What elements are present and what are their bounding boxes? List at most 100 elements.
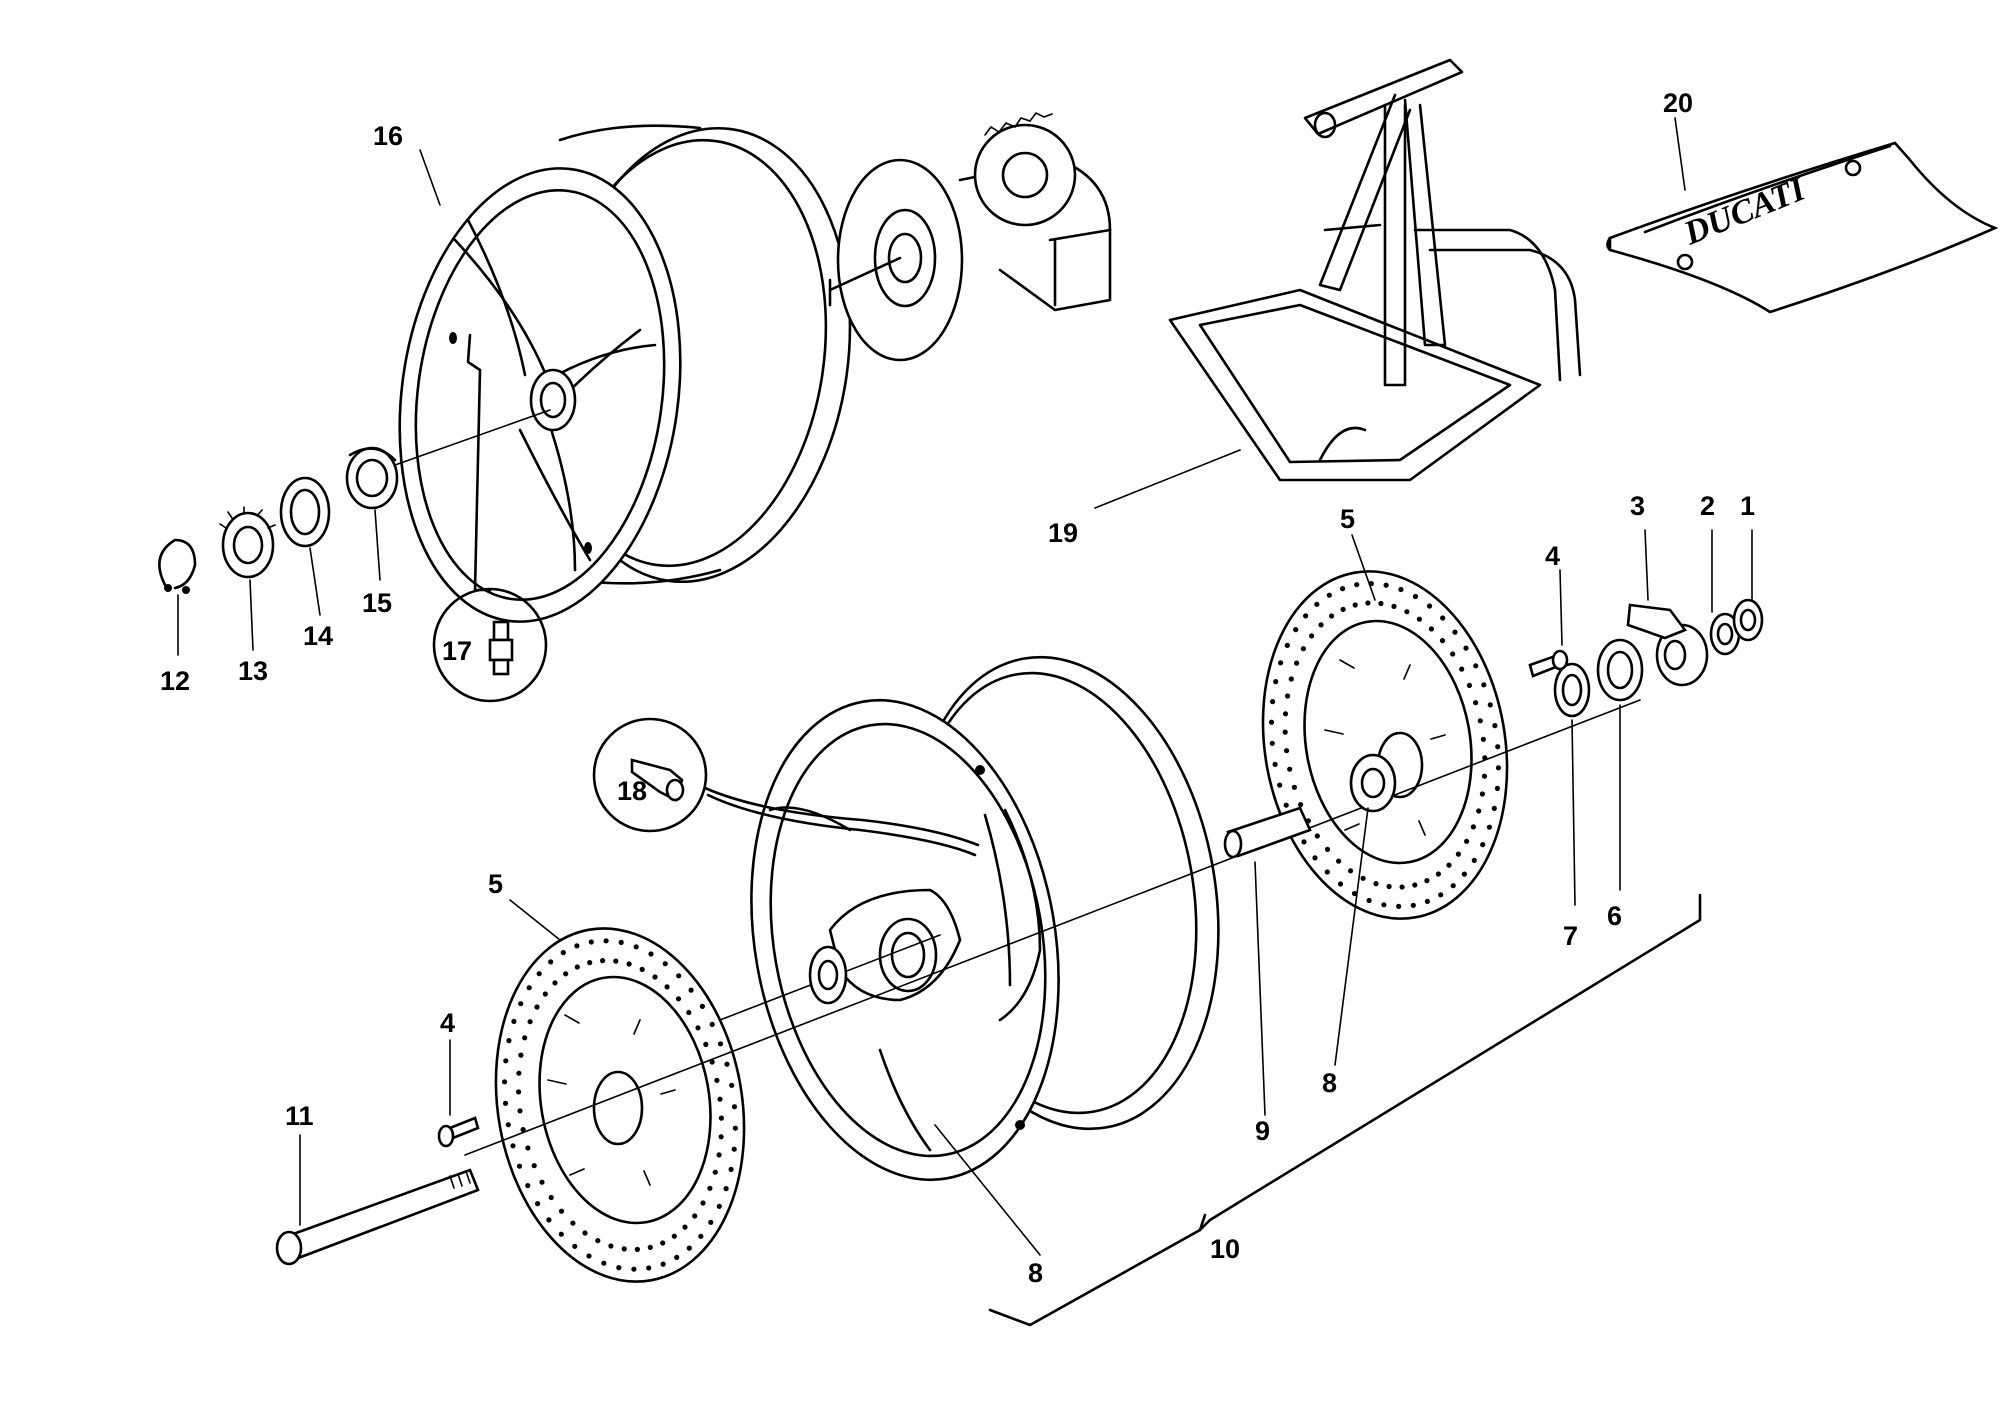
- disc-hole: [1303, 613, 1309, 619]
- disc-hole: [633, 944, 639, 950]
- disc-hole: [688, 987, 694, 993]
- disc-hole: [1398, 586, 1404, 593]
- disc-hole: [516, 1070, 522, 1076]
- label-8-left: 8: [1028, 1258, 1043, 1288]
- disc-hole: [1293, 627, 1299, 633]
- label-12: 12: [160, 666, 190, 696]
- disc-hole: [1480, 736, 1486, 742]
- disc-hole: [1285, 693, 1291, 699]
- disc-hole: [1450, 883, 1456, 889]
- valve-callout-18: [592, 717, 980, 857]
- disc-hole: [695, 1025, 701, 1031]
- disc-hole: [1404, 609, 1410, 615]
- disc-hole: [1354, 582, 1360, 588]
- disc-hole: [616, 1265, 622, 1271]
- disc-hole: [731, 1104, 738, 1110]
- disc-hole: [536, 971, 542, 977]
- disc-hole: [621, 1246, 627, 1252]
- disc-hole: [600, 958, 606, 964]
- disc-hole: [539, 1179, 545, 1185]
- disc-hole: [1269, 740, 1275, 746]
- disc-hole: [518, 1052, 524, 1058]
- disc-hole: [1288, 676, 1294, 682]
- label-17: 17: [442, 636, 472, 666]
- disc-hole: [1424, 878, 1430, 884]
- disc-hole: [707, 1185, 713, 1191]
- disc-hole: [1277, 782, 1283, 788]
- disc-hole: [570, 1220, 576, 1226]
- disc-hole: [1287, 766, 1293, 772]
- disc-hole: [510, 1143, 516, 1149]
- ducati-tool-bag[interactable]: DUCATI: [1606, 141, 1999, 314]
- front-disc-left[interactable]: [469, 909, 771, 1302]
- disc-hole: [1282, 729, 1288, 735]
- disc-hole: [595, 1238, 601, 1244]
- disc-hole: [1473, 663, 1479, 669]
- disc-hole: [1494, 785, 1500, 792]
- disc-hole: [634, 1246, 641, 1252]
- paddock-stand[interactable]: [1168, 58, 1582, 482]
- disc-hole: [574, 943, 580, 949]
- disc-hole: [574, 964, 580, 970]
- disc-hole: [1352, 602, 1358, 608]
- bolt-left[interactable]: [437, 1116, 480, 1148]
- disc-hole: [718, 1134, 724, 1140]
- bolt-right[interactable]: [1528, 649, 1569, 678]
- disc-hole: [1396, 903, 1402, 910]
- disc-hole: [660, 1261, 666, 1267]
- disc-hole: [531, 1163, 537, 1169]
- disc-hole: [717, 1041, 724, 1047]
- disc-hole: [563, 971, 569, 977]
- disc-hole: [675, 996, 682, 1002]
- label-5-right: 5: [1340, 504, 1355, 534]
- disc-hole: [724, 1061, 730, 1067]
- rear-wheel[interactable]: [372, 109, 879, 640]
- bearing-right[interactable]: [1349, 753, 1397, 813]
- disc-hole: [517, 1108, 523, 1114]
- disc-hole: [716, 1152, 722, 1158]
- valve-callout-17: [432, 333, 548, 703]
- front-axle[interactable]: [275, 1168, 480, 1266]
- disc-hole: [1410, 902, 1416, 908]
- disc-hole: [1291, 784, 1297, 790]
- disc-hole: [646, 1265, 652, 1271]
- front-wheel[interactable]: [715, 633, 1254, 1205]
- disc-hole: [1491, 805, 1497, 812]
- label-9: 9: [1255, 1116, 1270, 1146]
- disc-hole: [505, 1122, 511, 1128]
- disc-hole: [1471, 857, 1477, 864]
- bearing-left[interactable]: [808, 945, 848, 1005]
- disc-hole: [1270, 699, 1276, 705]
- disc-hole: [558, 1208, 565, 1214]
- disc-hole: [502, 1100, 509, 1106]
- rear-small-parts[interactable]: [158, 446, 399, 594]
- disc-hole: [714, 1077, 720, 1083]
- disc-hole: [1416, 616, 1422, 622]
- disc-hole: [1284, 748, 1290, 754]
- disc-hole: [723, 1186, 729, 1192]
- spacer[interactable]: [1223, 806, 1312, 859]
- disc-hole: [516, 1163, 523, 1169]
- disc-hole: [626, 961, 632, 967]
- front-disc-right[interactable]: [1236, 552, 1533, 938]
- disc-hole: [1278, 660, 1284, 666]
- disc-hole: [603, 938, 609, 944]
- label-3: 3: [1630, 491, 1645, 521]
- disc-hole: [516, 1089, 522, 1095]
- disc-hole: [1391, 603, 1397, 610]
- disc-hole: [608, 1243, 614, 1249]
- disc-hole: [1365, 600, 1371, 606]
- disc-hole: [1300, 646, 1306, 652]
- disc-hole: [631, 1266, 637, 1272]
- disc-hole: [525, 1145, 531, 1151]
- disc-hole: [729, 1082, 735, 1088]
- disc-hole: [1440, 615, 1446, 621]
- label-16: 16: [373, 121, 403, 151]
- disc-hole: [686, 1245, 692, 1251]
- front-right-small-parts[interactable]: [1553, 598, 1764, 718]
- disc-hole: [522, 1035, 528, 1041]
- disc-hole: [1455, 851, 1461, 857]
- disc-hole: [1324, 869, 1330, 875]
- disc-hole: [1495, 765, 1502, 771]
- disc-hole: [1378, 600, 1384, 607]
